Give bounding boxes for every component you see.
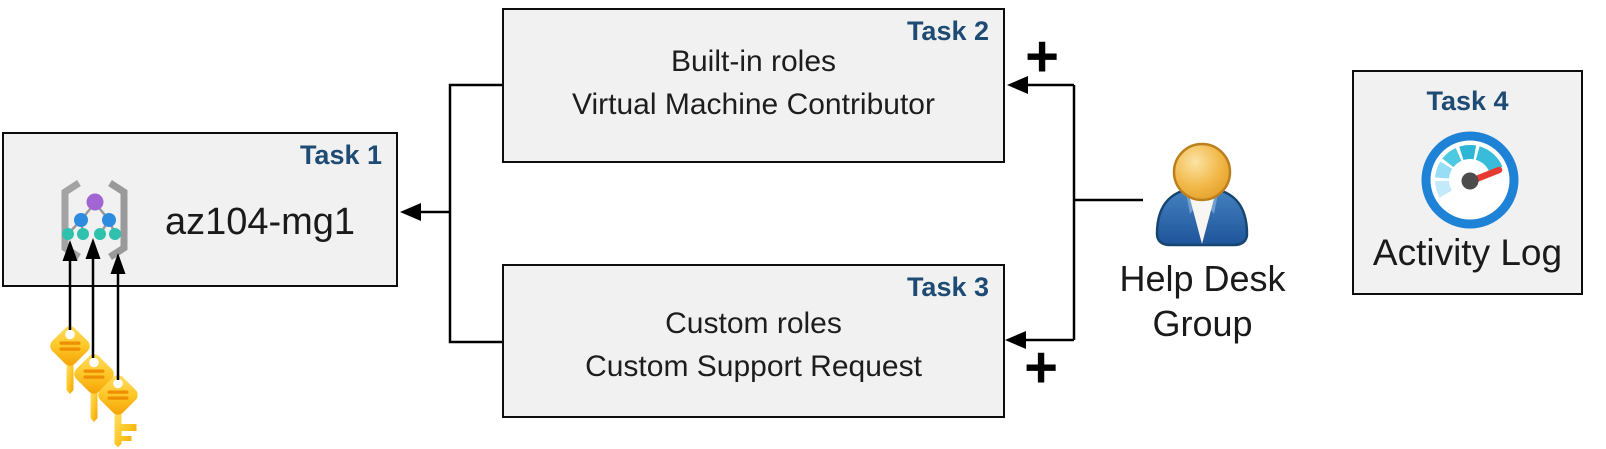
task1-label: Task 1 [299,140,382,170]
task3-line1: Custom roles [665,307,842,340]
task4-caption: Activity Log [1372,232,1563,273]
user-icon [1155,142,1249,247]
task2-text: Built-in roles Virtual Machine Contribut… [504,40,1003,126]
task4-box: Task 4 Activity Log [1352,70,1583,295]
help-desk-group-label: Help Desk Group [1100,256,1305,346]
task2-line2: Virtual Machine Contributor [572,88,935,121]
plus-icon-top: + [1025,24,1059,89]
keys-icon [47,323,141,447]
activity-log-gauge-icon [1421,131,1519,229]
task2-line1: Built-in roles [670,45,837,78]
task2-label: Task 2 [906,16,989,46]
task3-box: Task 3 Custom roles Custom Support Reque… [502,264,1005,418]
task2-box: Task 2 Built-in roles Virtual Machine Co… [502,8,1005,163]
management-group-icon [61,180,128,260]
plus-icon-bottom: + [1024,335,1058,400]
task3-line2: Custom Support Request [585,350,922,383]
task3-text: Custom roles Custom Support Request [504,302,1003,388]
help-desk-group-line2: Group [1152,303,1253,344]
task3-label: Task 3 [906,272,989,302]
management-group-name: az104-mg1 [164,201,356,243]
task4-label: Task 4 [1426,86,1509,116]
help-desk-group-line1: Help Desk [1119,258,1286,299]
task1-box: Task 1 az104-mg1 [2,132,398,287]
